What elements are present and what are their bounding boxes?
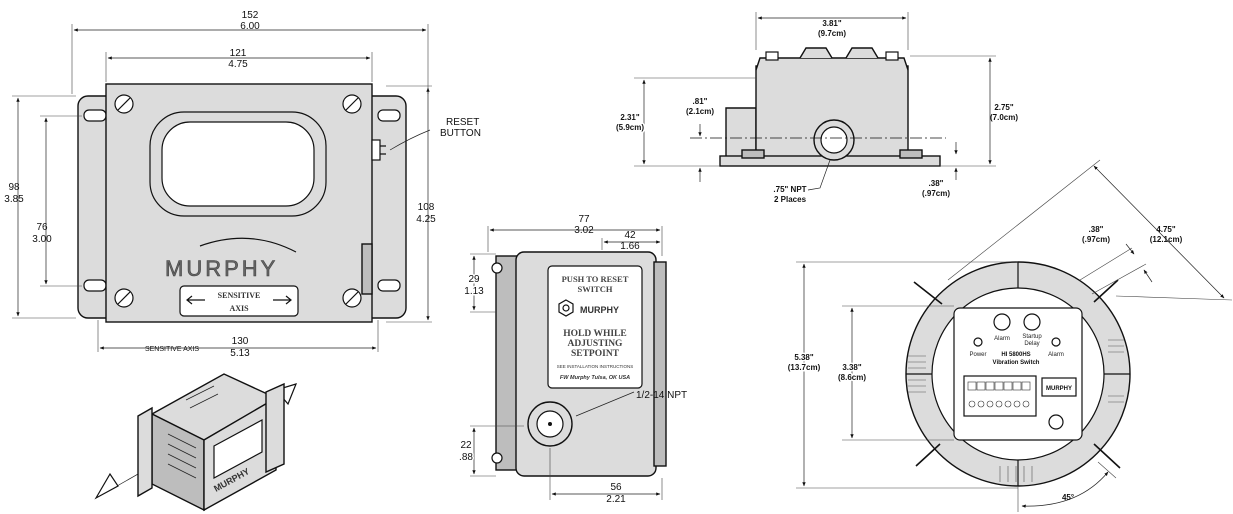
alarm-knob-icon bbox=[1023, 313, 1041, 331]
side-plate-line5: SETPOINT bbox=[571, 349, 620, 359]
top-dim-left-height: 2.31" bbox=[620, 113, 640, 122]
front-dim-body-in: 4.75 bbox=[228, 59, 248, 70]
iso-window bbox=[213, 418, 263, 480]
round-panel-port-icon bbox=[1048, 414, 1064, 430]
top-npt-label-line1: .75" NPT bbox=[773, 185, 806, 194]
reset-switch-icon bbox=[558, 299, 574, 317]
side-plate-line2: SWITCH bbox=[578, 284, 613, 294]
round-view: Alarm Startup Delay Power Alarm HI 5800H… bbox=[786, 159, 1233, 512]
front-reset-label-line1: RESET bbox=[446, 117, 479, 128]
round-panel-title: Vibration Switch bbox=[993, 360, 1040, 366]
side-dim-port-in: 2.21 bbox=[606, 494, 626, 505]
front-flange-slot-tl bbox=[83, 109, 107, 122]
front-flange-slot-bl bbox=[83, 279, 107, 292]
round-panel-alarm2: Alarm bbox=[1048, 352, 1064, 358]
top-dim-width: 3.81" bbox=[822, 19, 842, 28]
front-flange-slot-br bbox=[377, 279, 401, 292]
side-dim-depth-mm: 77 bbox=[578, 214, 590, 225]
round-angle-arc bbox=[1021, 471, 1109, 508]
round-panel-alarm: Alarm bbox=[994, 336, 1010, 342]
top-dim-center: .81" bbox=[693, 97, 708, 106]
side-plate-line3: HOLD WHILE bbox=[563, 329, 626, 339]
front-dim-overall-mm: 152 bbox=[242, 10, 259, 21]
side-dim-bottom-mm: 22 bbox=[460, 440, 472, 451]
side-view: PUSH TO RESET SWITCH MURPHY HOLD WHILE A… bbox=[458, 214, 688, 505]
round-dim-slot: .38" bbox=[1089, 225, 1104, 234]
round-dim-diag-cm: (12.1cm) bbox=[1150, 235, 1183, 244]
top-lid bbox=[755, 57, 909, 71]
top-dim-right-height: 2.75" bbox=[994, 103, 1014, 112]
front-window-outer bbox=[149, 111, 327, 217]
front-dim-overall-in: 6.00 bbox=[240, 21, 260, 32]
side-dim-offset-in: 1.66 bbox=[620, 241, 640, 252]
side-dim-offset-mm: 42 bbox=[624, 230, 636, 241]
round-dim-outer: 5.38" bbox=[794, 353, 814, 362]
round-panel-startup: Startup bbox=[1022, 334, 1042, 340]
top-view: 3.81" (9.7cm) 2.31" (5.9cm) .81" (2.1cm)… bbox=[614, 12, 1018, 204]
side-label-plate bbox=[547, 265, 643, 389]
side-dim-depth-in: 3.02 bbox=[574, 225, 594, 236]
front-brand-logo: MURPHY bbox=[165, 256, 278, 281]
iso-view: MURPHY bbox=[94, 373, 298, 512]
top-dim-width-cm: (9.7cm) bbox=[818, 29, 846, 38]
front-dim-right-in: 4.25 bbox=[416, 214, 436, 225]
front-window-inner bbox=[161, 121, 315, 207]
front-screw-icon bbox=[114, 94, 362, 308]
top-dim-left-height-cm: (5.9cm) bbox=[616, 123, 644, 132]
front-sensitive-plate bbox=[179, 285, 299, 317]
round-dim-slot-cm: (.97cm) bbox=[1082, 235, 1110, 244]
round-ring-ticks bbox=[906, 262, 1130, 486]
top-npt-label-line2: 2 Places bbox=[774, 195, 807, 204]
startup-delay-knob-icon bbox=[993, 313, 1011, 331]
top-dim-center-cm: (2.1cm) bbox=[686, 107, 714, 116]
front-dim-right-mm: 108 bbox=[418, 202, 435, 213]
side-dim-port-mm: 56 bbox=[610, 482, 622, 493]
side-plate-brand: MURPHY bbox=[580, 305, 619, 315]
front-sensitive-label-line2: AXIS bbox=[229, 304, 249, 313]
front-dim-inner-mm: 76 bbox=[36, 222, 48, 233]
front-view: MURPHY SENSITIVE AXIS RESET BUTTON 152 6… bbox=[4, 10, 481, 359]
side-plate-line1: PUSH TO RESET bbox=[562, 274, 629, 284]
front-sensitive-axis-caption: SENSITIVE AXIS bbox=[145, 346, 199, 353]
side-port-label: 1/2-14 NPT bbox=[636, 390, 687, 401]
round-dim-diag: 4.75" bbox=[1156, 225, 1176, 234]
round-dim-inner: 3.38" bbox=[842, 363, 862, 372]
front-dim-body-mm: 121 bbox=[230, 48, 247, 59]
side-plate-line6: SEE INSTALLATION INSTRUCTIONS bbox=[557, 364, 634, 369]
round-angle: 45° bbox=[1062, 493, 1074, 502]
side-plate-line4: ADJUSTING bbox=[568, 339, 624, 349]
round-panel-delay: Delay bbox=[1024, 341, 1039, 347]
front-flange-slot-tr bbox=[377, 109, 401, 122]
side-dim-top-in: 1.13 bbox=[464, 286, 484, 297]
top-dim-base-cm: (.97cm) bbox=[922, 189, 950, 198]
front-dim-inner-in: 3.00 bbox=[32, 234, 52, 245]
side-back-flange bbox=[495, 255, 519, 471]
front-dim-bottom-in: 5.13 bbox=[230, 348, 250, 359]
side-dim-top-mm: 29 bbox=[468, 274, 480, 285]
round-panel-brand: MURPHY bbox=[1046, 386, 1072, 392]
front-dim-height-mm: 98 bbox=[8, 182, 20, 193]
side-plate-line7: FW Murphy Tulsa, OK USA bbox=[560, 375, 630, 381]
front-reset-label-line2: BUTTON bbox=[440, 128, 481, 139]
round-dim-outer-cm: (13.7cm) bbox=[788, 363, 821, 372]
front-reset-button bbox=[371, 139, 381, 161]
murphy-swoosh-icon bbox=[199, 237, 297, 253]
round-panel-power: Power bbox=[969, 352, 986, 358]
top-dim-base: .38" bbox=[929, 179, 944, 188]
front-dim-height-in: 3.85 bbox=[4, 194, 24, 205]
round-dim-inner-cm: (8.6cm) bbox=[838, 373, 866, 382]
top-dim-right-height-cm: (7.0cm) bbox=[990, 113, 1018, 122]
front-sensitive-label-line1: SENSITIVE bbox=[218, 291, 261, 300]
front-dim-bottom-mm: 130 bbox=[232, 336, 249, 347]
round-panel-model: HI 5800HS bbox=[1001, 352, 1030, 358]
round-vent-hatch bbox=[908, 339, 1124, 482]
side-dim-bottom-in: .88 bbox=[459, 452, 473, 463]
front-sensitive-arrow-left-icon bbox=[186, 295, 205, 305]
front-sensitive-arrow-right-icon bbox=[273, 295, 292, 305]
iso-axis-arrow-left-icon bbox=[94, 472, 119, 500]
